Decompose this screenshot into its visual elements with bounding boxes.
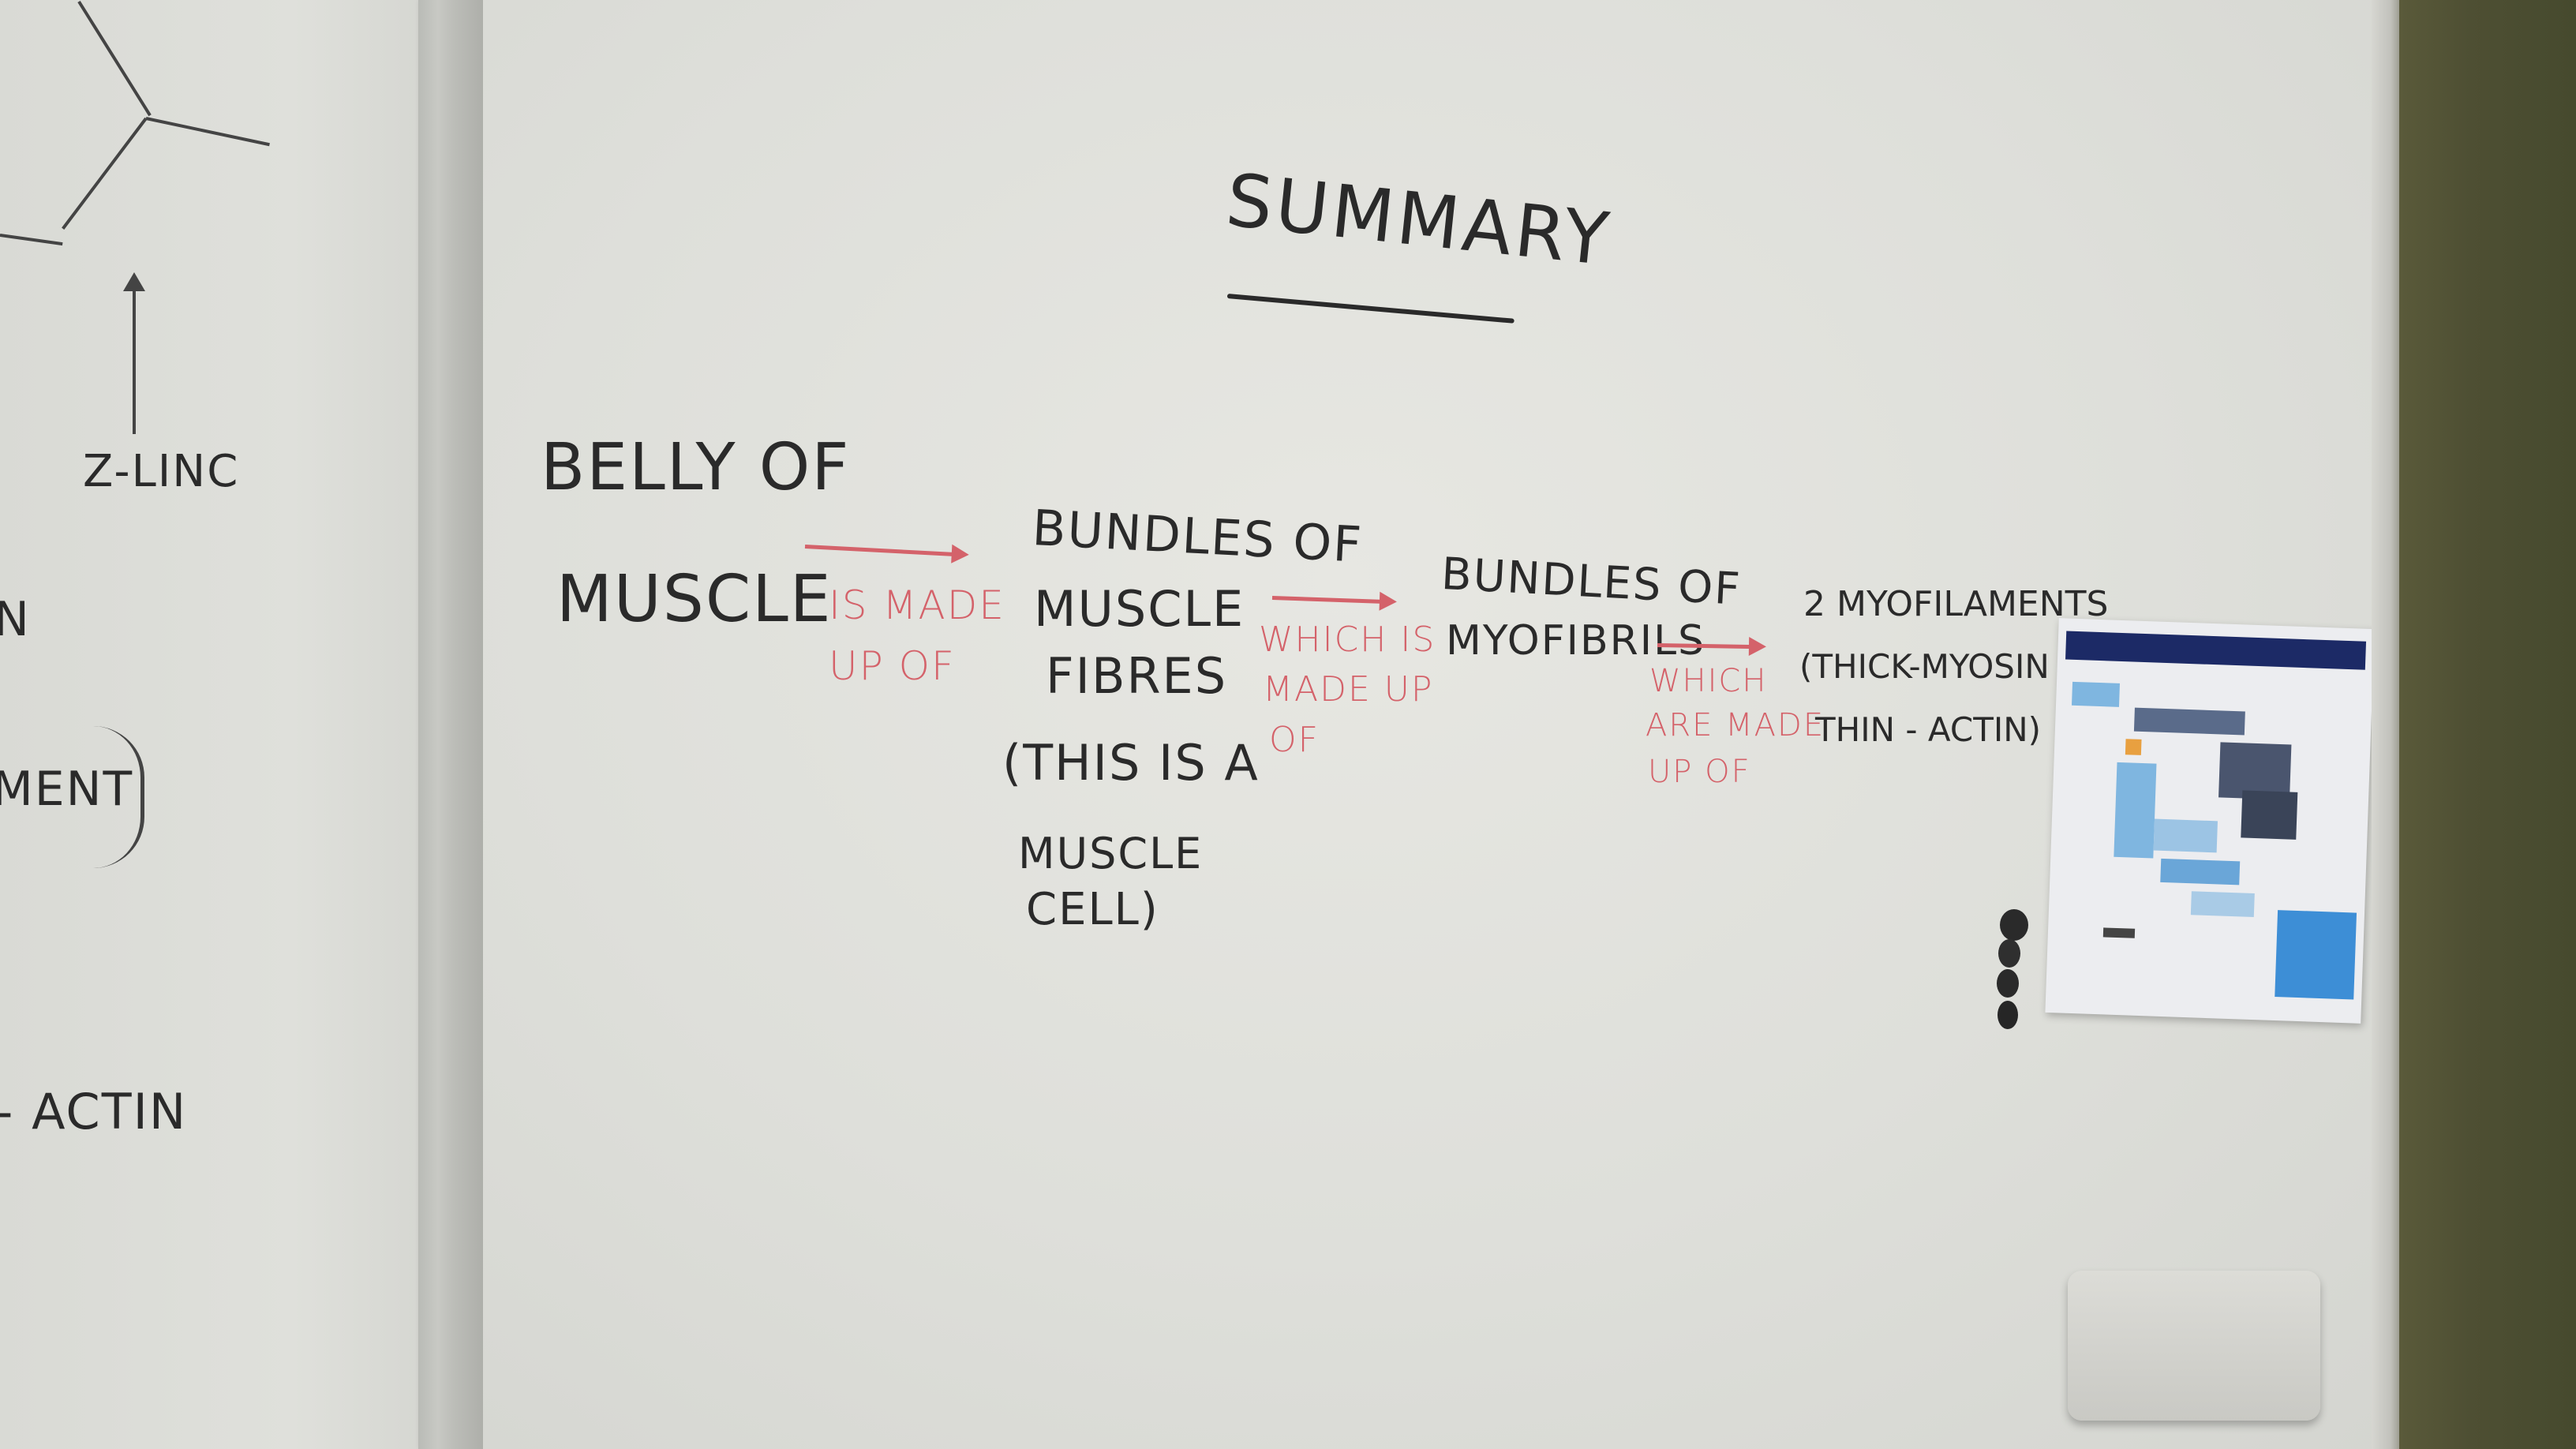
sketch-line	[62, 117, 148, 230]
which-is-label: WHICH IS	[1259, 620, 1436, 660]
muscle-label: MUSCLE	[1018, 829, 1204, 878]
left-whiteboard-panel: Z-LINC N MENT - ACTIN	[0, 0, 418, 1449]
sketch-line	[77, 0, 152, 117]
is-made-label: IS MADE	[829, 582, 1005, 628]
sketch-line	[0, 234, 63, 246]
this-is-a-label: (THIS IS A	[1002, 734, 1260, 792]
are-made-label: ARE MADE	[1646, 707, 1825, 743]
magnet-icon	[1997, 909, 2028, 1029]
z-line-label: Z-LINC	[83, 446, 240, 497]
closing-bracket	[93, 726, 144, 868]
muscle-label: MUSCLE	[1034, 580, 1245, 638]
myofibrils-label: MYOFIBRILS	[1446, 617, 1706, 665]
poster-header-bar	[2065, 631, 2367, 670]
up-of-label: UP OF	[1648, 754, 1751, 790]
map-poster	[2045, 618, 2375, 1024]
cell-label: CELL)	[1026, 884, 1159, 935]
made-up-label: MADE UP	[1263, 669, 1434, 710]
sketch-line	[145, 117, 270, 147]
muscle-label: MUSCLE	[556, 562, 833, 637]
wall-background	[2399, 0, 2576, 1449]
board-right-frame	[2372, 0, 2403, 1449]
floor-plan-icon	[2102, 707, 2298, 938]
n-label: N	[0, 592, 31, 647]
board-frame-divider	[418, 0, 483, 1449]
thin-actin-label: THIN - ACTIN)	[1815, 710, 2042, 749]
of-label: OF	[1269, 720, 1320, 760]
myofilaments-label: 2 MYOFILAMENTS	[1803, 584, 2109, 624]
arrow-shaft	[133, 284, 136, 434]
wall-socket-plate	[2068, 1271, 2320, 1421]
up-of-label: UP OF	[829, 643, 956, 689]
thick-myosin-label: (THICK-MYOSIN	[1799, 647, 2050, 686]
which-label: WHICH	[1649, 663, 1768, 699]
fibres-label: FIBRES	[1046, 647, 1228, 705]
belly-of-label: BELLY OF	[541, 430, 851, 505]
actin-label: - ACTIN	[0, 1083, 188, 1140]
poster-blue-panel	[2275, 910, 2357, 1000]
